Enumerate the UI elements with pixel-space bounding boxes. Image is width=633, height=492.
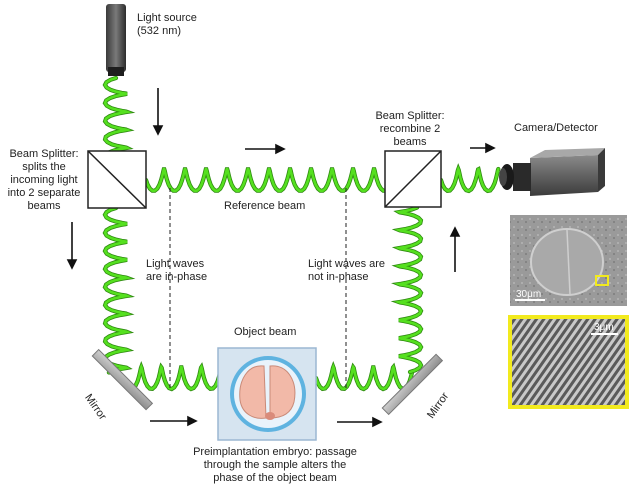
splitter-right-line: Beam Splitter: bbox=[375, 110, 445, 122]
camera-icon bbox=[499, 148, 605, 196]
splitter-right-label: Beam Splitter: recombine 2 beams bbox=[368, 110, 452, 149]
embryo-caption-line: through the sample alters the bbox=[203, 459, 347, 471]
light-source-line: Light source bbox=[137, 12, 197, 24]
light-source-label: Light source (532 nm) bbox=[137, 12, 197, 38]
splitter-right-line: recombine 2 bbox=[379, 123, 441, 135]
wave-reference bbox=[144, 168, 392, 192]
embryo-sample-icon bbox=[217, 347, 317, 441]
embryo-caption: Preimplantation embryo: passage through … bbox=[165, 446, 385, 485]
beam-splitter-right-icon bbox=[384, 150, 442, 208]
splitter-left-line: into 2 separate bbox=[7, 187, 81, 199]
wave-left-vertical bbox=[103, 206, 133, 374]
light-source-line: (532 nm) bbox=[137, 25, 182, 37]
embryo-micrograph bbox=[510, 215, 627, 306]
wave-object-out bbox=[314, 363, 414, 391]
wave-detector bbox=[439, 165, 500, 193]
splitter-left-label: Beam Splitter: splits the incoming light… bbox=[2, 148, 86, 213]
splitter-left-line: splits the bbox=[22, 161, 66, 173]
mirror-left-icon bbox=[91, 348, 154, 411]
wave-detector bbox=[438, 163, 501, 194]
embryo-caption-line: Preimplantation embryo: passage bbox=[193, 446, 357, 458]
object-beam-label: Object beam bbox=[234, 326, 297, 338]
wave-object-in bbox=[122, 363, 224, 391]
splitter-left-line: Beam Splitter: bbox=[9, 148, 79, 160]
light-source-icon bbox=[106, 4, 126, 76]
reference-beam-label: Reference beam bbox=[224, 200, 306, 212]
wave-source bbox=[103, 76, 133, 154]
not-in-phase-line: Light waves are bbox=[308, 258, 386, 270]
camera-label: Camera/Detector bbox=[514, 122, 598, 134]
splitter-left-line: beams bbox=[27, 200, 61, 212]
splitter-right-line: beams bbox=[393, 136, 427, 148]
beam-splitter-left-icon bbox=[87, 150, 147, 209]
in-phase-line: Light waves bbox=[146, 258, 205, 270]
direction-arrows bbox=[66, 88, 496, 428]
scalebar-small-label: 3μm bbox=[594, 322, 614, 333]
in-phase-label: Light waves are in-phase bbox=[146, 258, 207, 284]
zoomed-micrograph bbox=[508, 315, 629, 409]
not-in-phase-label: Light waves are not in-phase bbox=[308, 258, 385, 284]
mirror-right-icon bbox=[381, 353, 444, 416]
light-waves bbox=[102, 75, 501, 392]
embryo-caption-line: phase of the object beam bbox=[213, 472, 337, 484]
wave-right-vertical bbox=[393, 206, 423, 374]
scalebar-large-label: 30μm bbox=[516, 289, 542, 300]
splitter-left-line: incoming light bbox=[10, 174, 78, 186]
not-in-phase-line: not in-phase bbox=[308, 271, 369, 283]
in-phase-line: are in-phase bbox=[146, 271, 208, 283]
